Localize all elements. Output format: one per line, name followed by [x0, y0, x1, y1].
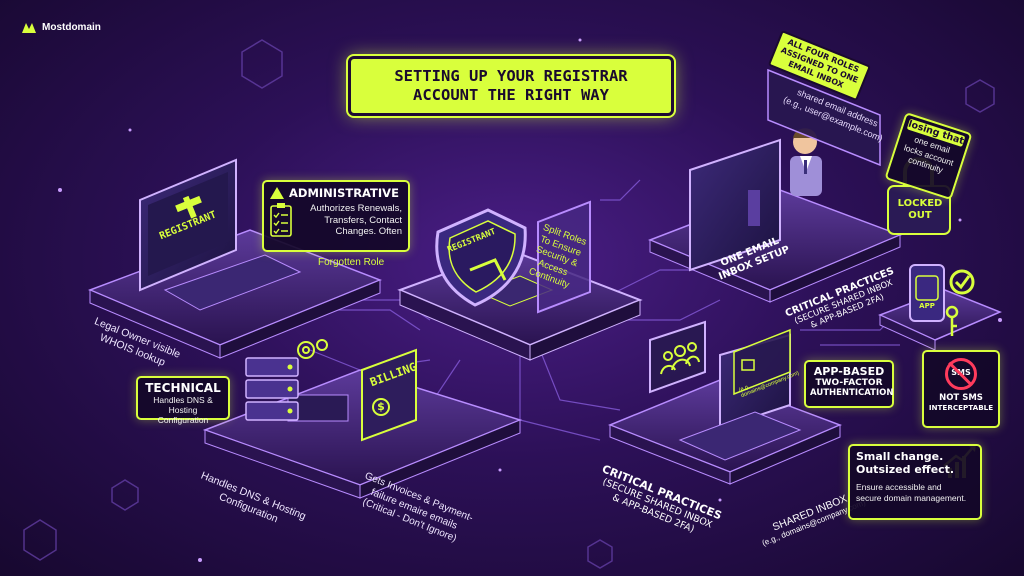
locked-line-2: OUT [908, 210, 932, 221]
summary-headline-1: Small change. [856, 450, 944, 463]
locked-out-label: LOCKED OUT [892, 198, 948, 222]
server-stack-icon [245, 357, 299, 421]
page-title: SETTING UP YOUR REGISTRAR ACCOUNT THE RI… [348, 56, 674, 116]
app-2fa-heading: APP-BASED [813, 365, 885, 378]
warning-icon [270, 187, 284, 199]
registrant-monitor [139, 158, 302, 311]
shared-inbox-card [733, 328, 791, 396]
no-sms-icon: SMS [945, 358, 977, 390]
team-group-icon [649, 320, 706, 394]
clipboard-checklist-icon [270, 203, 292, 237]
one-email-monitor [689, 138, 781, 272]
logo-mark-icon [22, 22, 36, 33]
hexagon-decor [23, 39, 995, 569]
administrative-body-1: Authorizes Renewals, [310, 203, 402, 214]
shared-email-card [767, 68, 881, 167]
technical-body-1: Handles DNS & [153, 395, 213, 405]
technical-callout: TECHNICAL Handles DNS & Hosting Configur… [136, 376, 230, 425]
administrative-heading: ADMINISTRATIVE [289, 186, 399, 200]
administrative-body-3: Changes. Often [335, 226, 402, 237]
summary-body-2: secure domain management. [856, 492, 967, 503]
not-sms-line-2: INTERCEPTABLE [928, 403, 994, 412]
app-2fa-line-3: AUTHENTICATION [810, 388, 894, 398]
app-2fa-callout: APP-BASED TWO-FACTOR AUTHENTICATION [804, 360, 894, 408]
app-2fa-line-2: TWO-FACTOR [815, 378, 883, 388]
split-roles-panel [537, 200, 591, 314]
server-led-icons [287, 364, 293, 414]
summary-callout: Small change. Outsized effect. Ensure ac… [848, 444, 982, 520]
summary-headline-2: Outsized effect. [856, 463, 955, 476]
title-line-2: ACCOUNT THE RIGHT WAY [413, 86, 609, 104]
sparkles [58, 38, 1002, 562]
money-bag-icon: $ [372, 398, 390, 416]
not-sms-callout: SMS NOT SMS INTERCEPTABLE [922, 350, 1000, 428]
summary-body-1: Ensure accessible and [856, 482, 942, 492]
shield-icon [435, 208, 527, 307]
administrative-footnote: Forgotten Role [318, 257, 385, 268]
brand-logo[interactable]: Mostdomain [22, 22, 101, 33]
administrative-callout: ADMINISTRATIVE Authorizes Renewals, Tran… [262, 180, 410, 252]
phone-app-label: APP [919, 302, 935, 310]
technical-body-2: Hosting Configuration [157, 405, 209, 425]
title-line-1: SETTING UP YOUR REGISTRAR [394, 67, 628, 85]
not-sms-line-1: NOT SMS [939, 393, 983, 403]
locked-line-1: LOCKED [897, 198, 943, 209]
administrative-body-2: Transfers, Contact [324, 214, 402, 226]
brand-name: Mostdomain [42, 22, 101, 33]
key-icon [945, 305, 959, 336]
technical-heading: TECHNICAL [145, 381, 221, 395]
phone-icon [909, 264, 945, 322]
billing-card [361, 348, 417, 442]
checkmark-icon [949, 269, 975, 295]
gear-icon [297, 339, 328, 359]
